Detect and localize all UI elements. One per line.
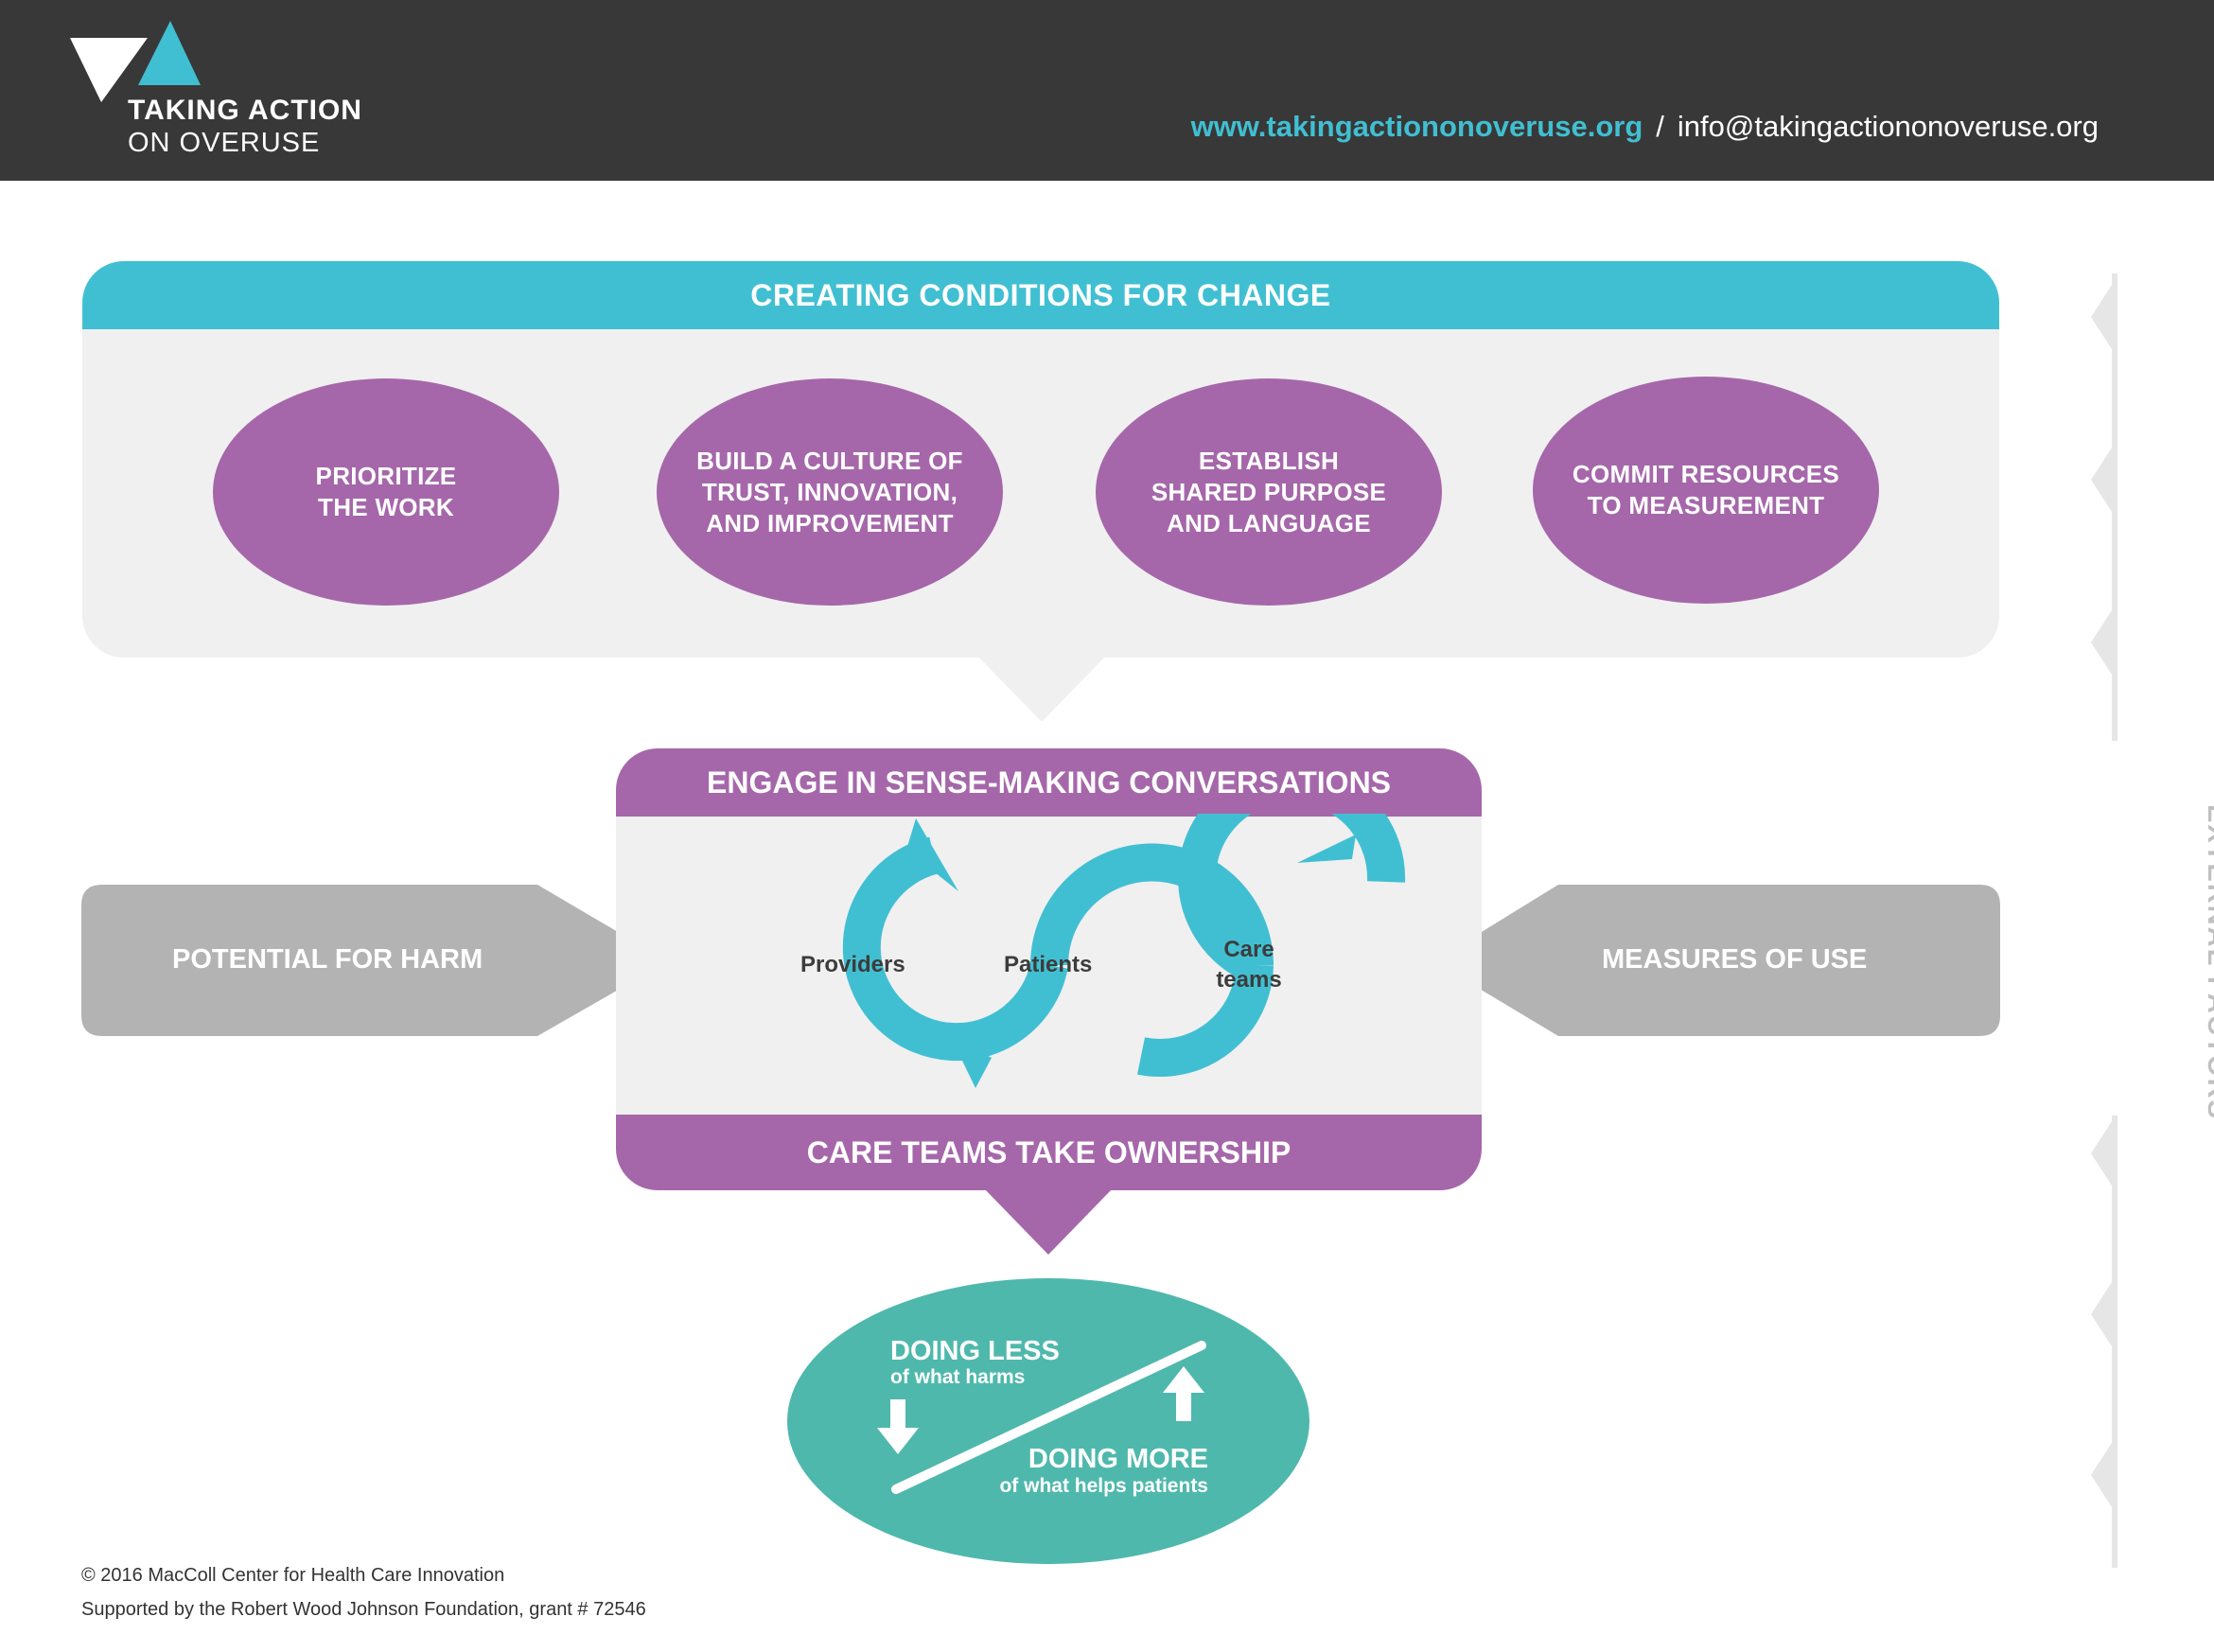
support-text: Supported by the Robert Wood Johnson Fou… xyxy=(81,1599,646,1620)
condition-line: TRUST, INNOVATION, xyxy=(701,477,958,506)
header-bar xyxy=(0,0,2214,181)
potential-harm-arrow xyxy=(81,885,664,1036)
measures-of-use-label: MEASURES OF USE xyxy=(1602,944,1868,975)
logo-icon xyxy=(70,21,201,102)
sense-making-title: ENGAGE IN SENSE-MAKING CONVERSATIONS xyxy=(616,748,1482,817)
care-loop-icon xyxy=(842,814,1406,1088)
providers-label: Providers xyxy=(800,952,905,977)
website-link[interactable]: www.takingactiononoveruse.org xyxy=(1190,110,1643,143)
contact-info: www.takingactiononoveruse.org / info@takin… xyxy=(1191,110,2099,144)
conditions-pointer xyxy=(977,656,1106,722)
condition-line: COMMIT RESOURCES xyxy=(1572,460,1840,488)
condition-line: AND IMPROVEMENT xyxy=(706,508,954,537)
copyright-text: © 2016 MacColl Center for Health Care In… xyxy=(81,1565,505,1586)
logo-title: TAKING ACTION xyxy=(128,95,362,126)
patients-label: Patients xyxy=(1004,952,1093,977)
condition-measurement: COMMIT RESOURCES TO MEASUREMENT xyxy=(1533,377,1879,604)
doing-more-title: DOING MORE xyxy=(1028,1444,1208,1474)
doing-more-subtitle: of what helps patients xyxy=(999,1475,1208,1497)
doing-less-title: DOING LESS xyxy=(890,1336,1060,1366)
outcome-balance-icon xyxy=(877,1341,1206,1494)
email-link[interactable]: info@takingactiononoveruse.org xyxy=(1677,110,2099,143)
measures-of-use-arrow xyxy=(1437,885,2000,1036)
potential-harm-label: POTENTIAL FOR HARM xyxy=(172,944,483,975)
condition-prioritize: PRIORITIZE THE WORK xyxy=(213,378,559,606)
ownership-pointer xyxy=(984,1188,1113,1255)
care-teams-line2: teams xyxy=(1216,967,1282,993)
doing-less-subtitle: of what harms xyxy=(890,1366,1026,1388)
condition-line: SHARED PURPOSE xyxy=(1151,477,1387,506)
logo-subtitle: ON OVERUSE xyxy=(128,128,321,158)
condition-line: PRIORITIZE xyxy=(315,462,457,490)
external-factors-label: EXTERNAL FACTORS xyxy=(2202,804,2214,1120)
contact-separator: / xyxy=(1656,110,1664,143)
condition-line: ESTABLISH xyxy=(1198,446,1340,475)
condition-line: AND LANGUAGE xyxy=(1167,508,1371,537)
conditions-title: CREATING CONDITIONS FOR CHANGE xyxy=(82,261,1999,329)
care-teams-label: Care teams xyxy=(1213,935,1285,995)
care-teams-line1: Care xyxy=(1223,937,1274,962)
external-factors-rail xyxy=(2091,273,2117,1568)
condition-line: TO MEASUREMENT xyxy=(1587,491,1825,519)
ownership-banner: CARE TEAMS TAKE OWNERSHIP xyxy=(616,1115,1482,1190)
condition-line: BUILD A CULTURE OF xyxy=(696,446,963,475)
condition-line: THE WORK xyxy=(318,493,454,521)
